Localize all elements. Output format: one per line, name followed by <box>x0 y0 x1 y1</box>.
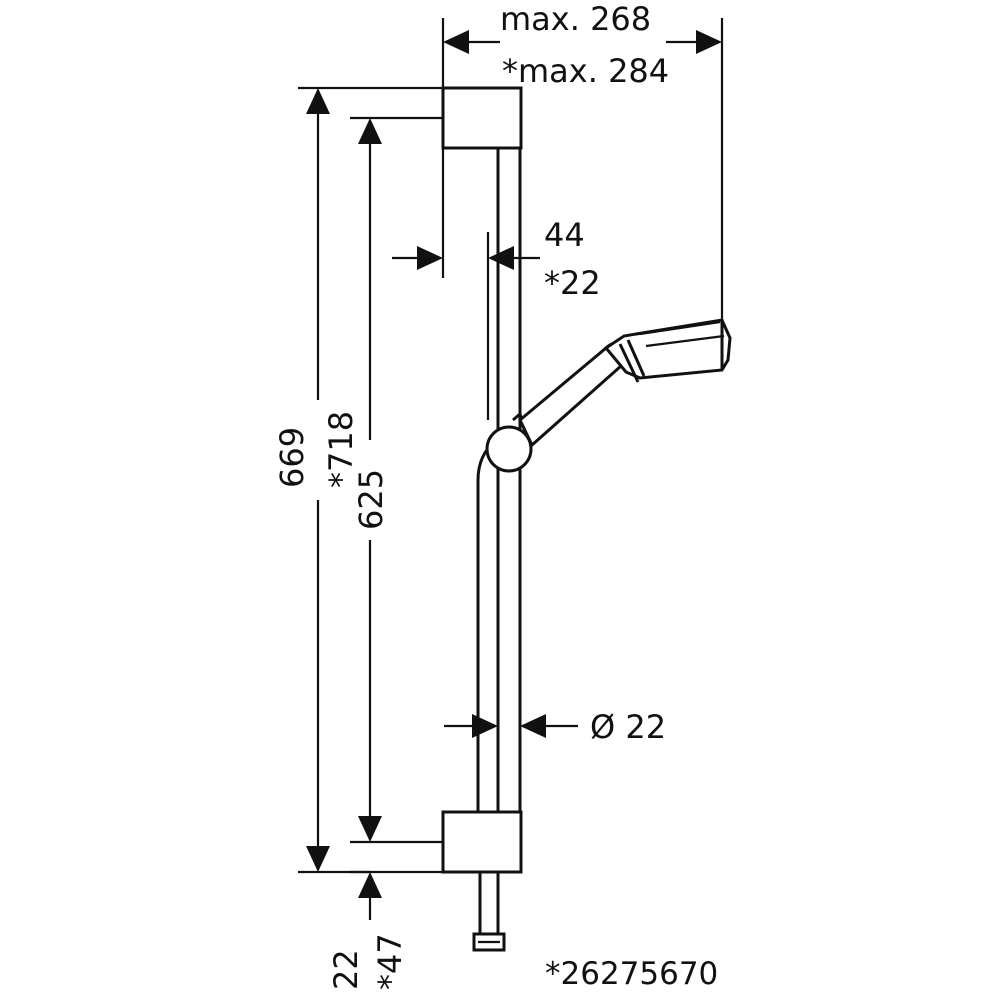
label-bottom-offset: 22 <box>327 949 365 990</box>
label-bottom-offset-alt: *47 <box>371 933 409 990</box>
label-diameter: Ø 22 <box>590 708 666 746</box>
hose-connector <box>472 872 506 952</box>
rail-height-dimension <box>350 116 443 844</box>
label-width-max-alt: *max. 284 <box>502 52 669 90</box>
width-dimension <box>441 18 724 320</box>
label-total-height-alt: *718 <box>322 411 360 488</box>
total-height-dimension <box>298 86 443 874</box>
offset-dimension <box>392 148 540 420</box>
label-total-height: 669 <box>273 427 311 488</box>
label-offset: 44 <box>544 216 585 254</box>
label-width-max: max. 268 <box>500 0 651 38</box>
dimension-labels: max. 268 *max. 284 44 *22 669 *718 625 2… <box>273 0 718 992</box>
lower-wall-bracket <box>441 810 523 874</box>
bottom-offset-dimension <box>350 870 382 920</box>
shower-rail-set <box>441 86 732 952</box>
label-offset-alt: *22 <box>544 264 601 302</box>
label-rail-height: 625 <box>352 469 390 530</box>
hand-shower <box>518 318 732 448</box>
diameter-dimension <box>444 714 578 738</box>
article-number: *26275670 <box>545 956 718 992</box>
slider-holder <box>485 411 533 473</box>
upper-wall-bracket <box>441 86 523 150</box>
rail-tube <box>496 148 522 812</box>
dimension-lines <box>298 18 724 920</box>
shower-hose <box>476 438 500 812</box>
